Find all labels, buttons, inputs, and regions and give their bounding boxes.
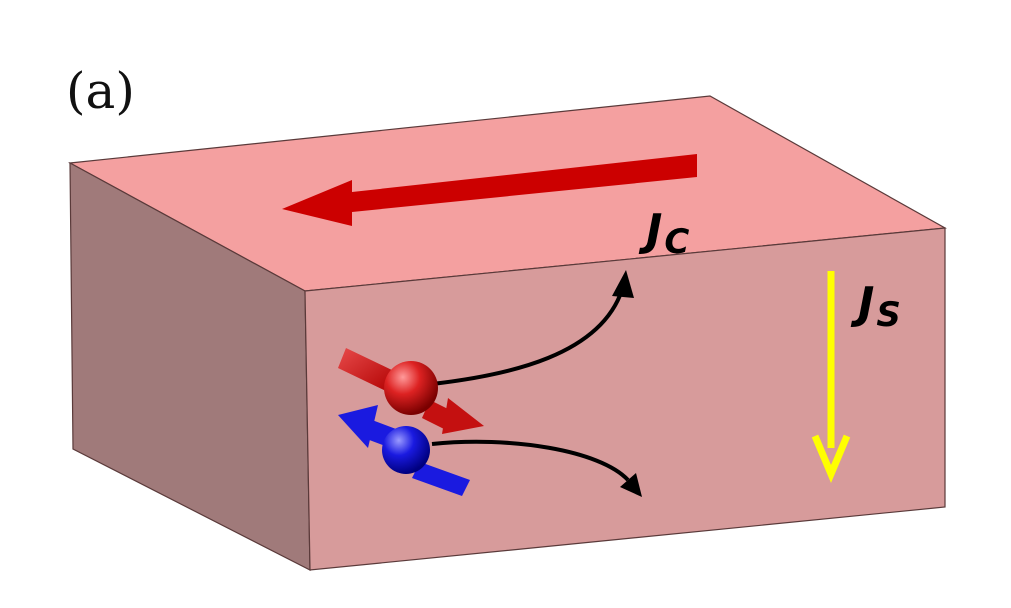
spin-down-electron (338, 405, 470, 496)
panel-label: (a) (66, 62, 135, 120)
spin-down-arrow-head (338, 405, 378, 448)
spin-current-arrow (811, 271, 851, 484)
spin-up-trajectory (431, 270, 634, 386)
spin-down-arrow-tail (412, 462, 470, 496)
spin-up-arrow-head (442, 398, 484, 434)
spin-down-ball (382, 426, 430, 474)
spin-up-arrow-tail (338, 348, 396, 392)
charge-current-arrow (282, 154, 697, 226)
spin-down-trajectory (431, 439, 642, 497)
spin-up-ball (384, 361, 438, 415)
spin-up-electron (338, 348, 484, 434)
